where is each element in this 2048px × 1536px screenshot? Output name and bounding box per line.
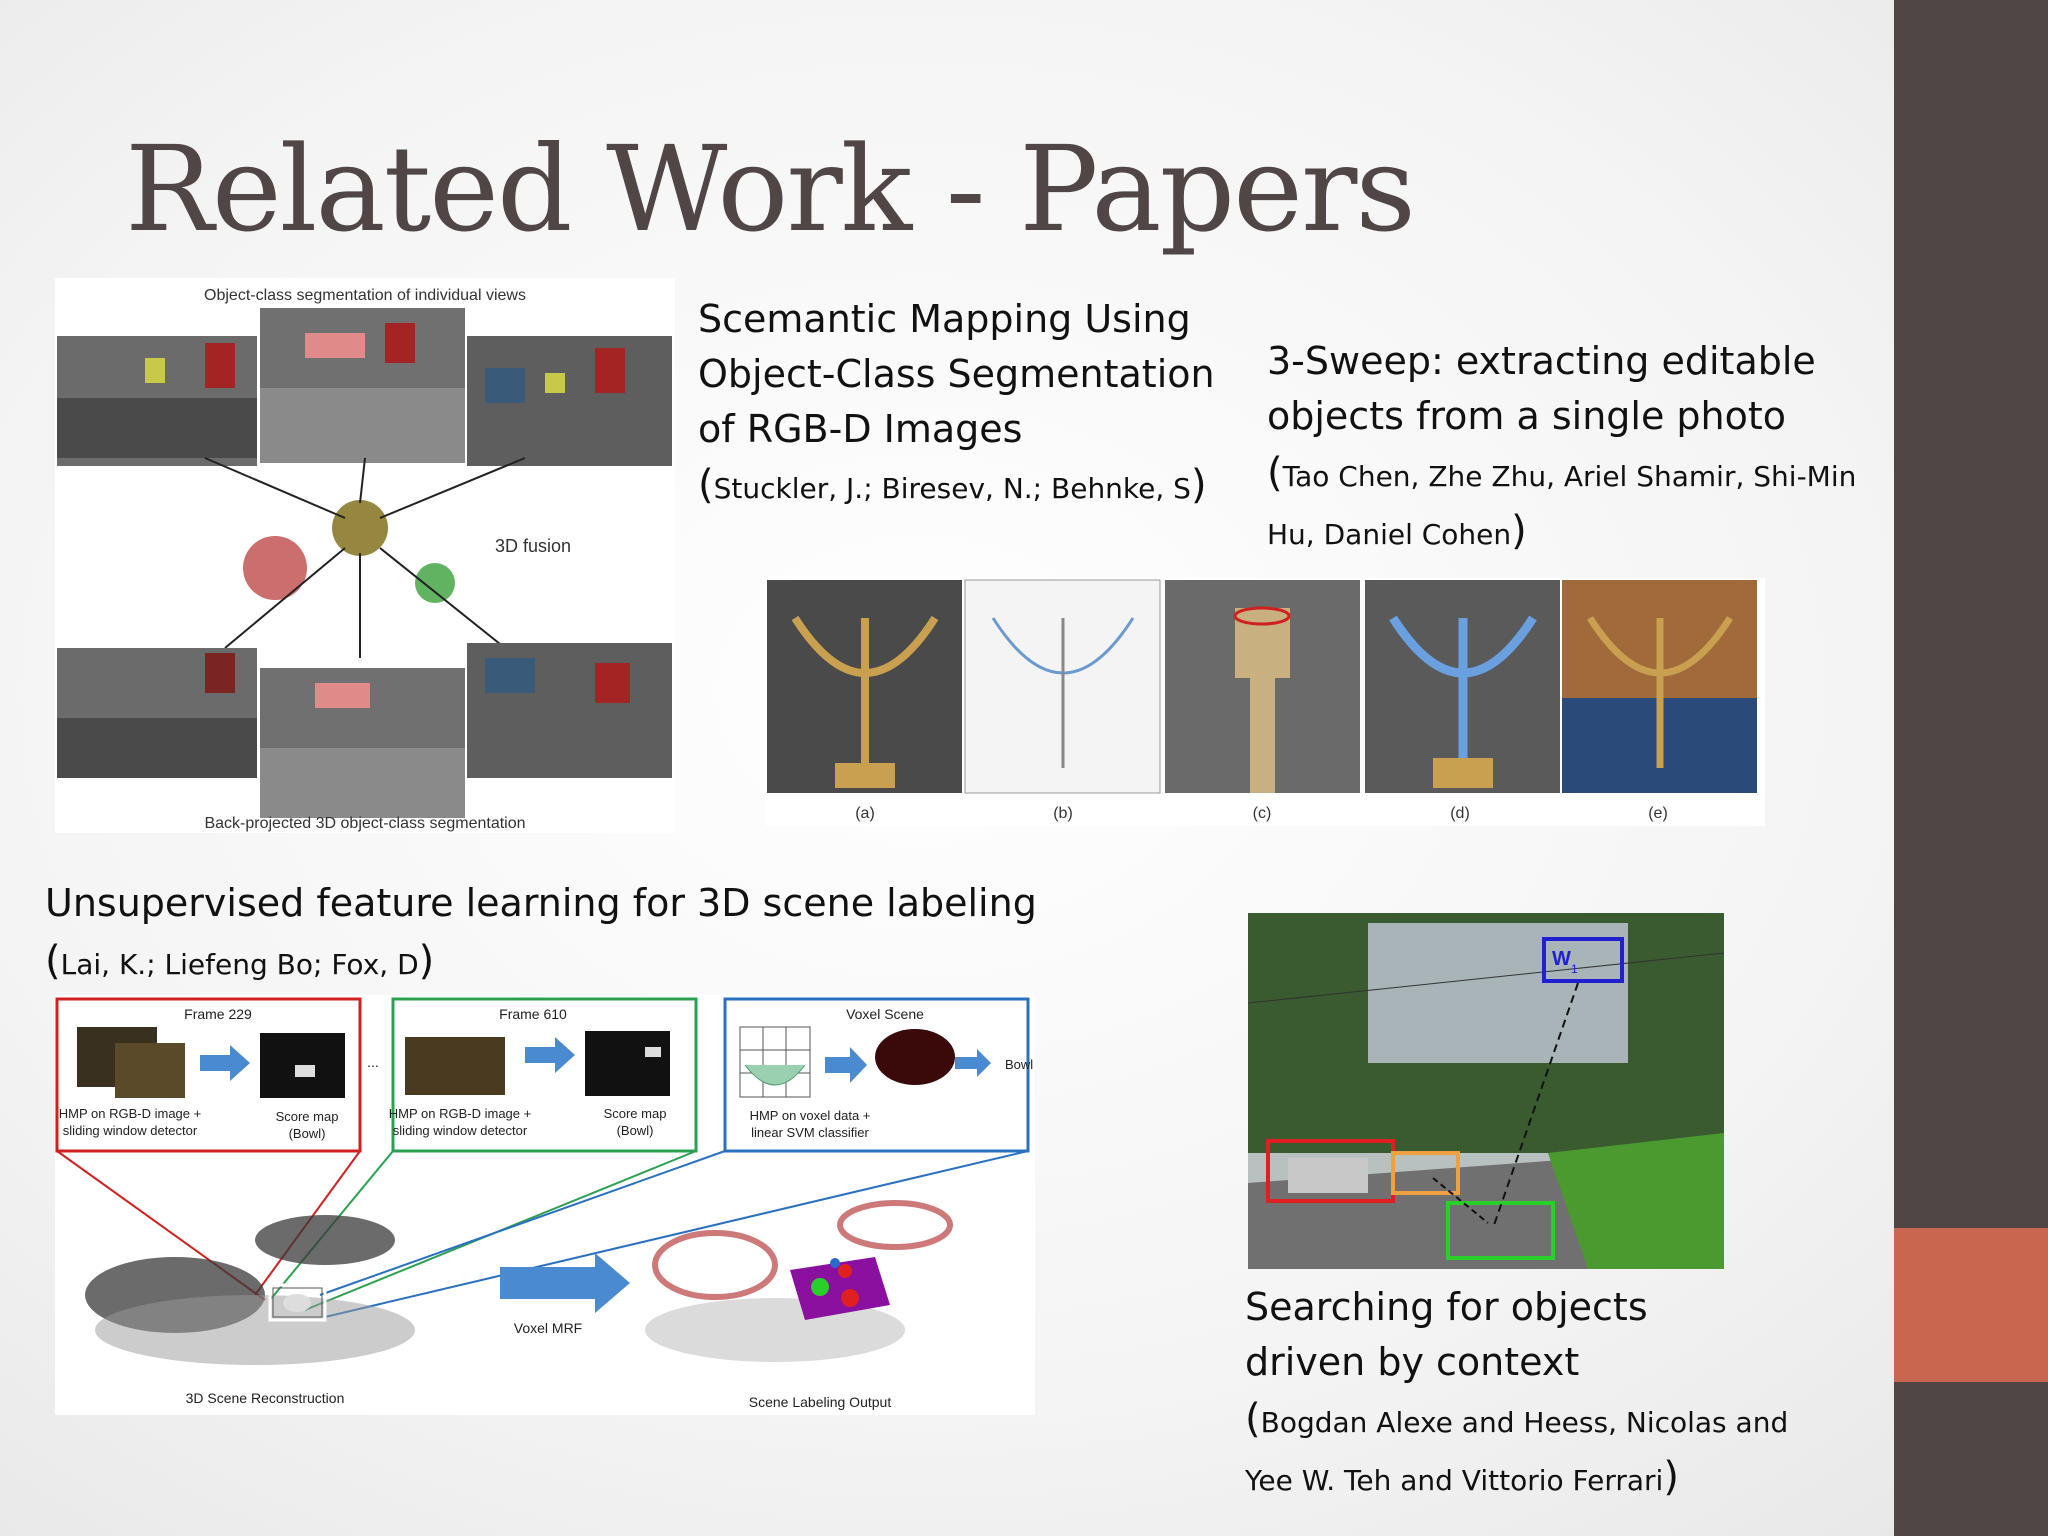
paper3-voxel-b: linear SVM classifier [751, 1125, 869, 1140]
paper4-title: Searching for objects driven by context [1245, 1280, 1648, 1390]
paper1-fig-top-caption: Object-class segmentation of individual … [204, 287, 526, 304]
paper2-figure-graphic: (a) (b) (c) (d) (e) [767, 579, 1757, 822]
paper4-figure-graphic: W 1 [1247, 913, 1725, 1269]
paper1-authors: Stuckler, J.; Biresev, N.; Behnke, S [713, 472, 1191, 505]
paper2-panel-label-e: (e) [1648, 805, 1668, 822]
paper3-bowl: Bowl [1005, 1057, 1033, 1072]
paper3-frame1: Frame 229 [184, 1006, 252, 1022]
paper2-figure: (a) (b) (c) (d) (e) [765, 578, 1765, 826]
sidebar-accent-block [1894, 1228, 2048, 1382]
paper3-figure-graphic: Frame 229 Frame 610 Voxel Scene ... HMP … [55, 997, 1033, 1410]
paper4-authors-block: (Bogdan Alexe and Heess, Nicolas and Yee… [1245, 1396, 1789, 1500]
paper3-hmp2-b: sliding window detector [393, 1123, 528, 1138]
paper1-authors-line: (Stuckler, J.; Biresev, N.; Behnke, S) [698, 462, 1207, 508]
paper3-score2-b: (Bowl) [617, 1123, 654, 1138]
paper3-hmp1-b: sliding window detector [63, 1123, 198, 1138]
paper2-panel-label-d: (d) [1450, 805, 1470, 822]
paper3-voxel-a: HMP on voxel data + [750, 1108, 871, 1123]
paper2-authors-block: (Tao Chen, Zhe Zhu, Ariel Shamir, Shi-Mi… [1267, 450, 1857, 554]
paper3-score2-a: Score map [604, 1106, 667, 1121]
paper4-authors-line-2: Yee W. Teh and Vittorio Ferrari [1245, 1464, 1664, 1497]
paper3-voxel: Voxel Scene [846, 1006, 924, 1022]
paper2-title-line-1: 3-Sweep: extracting editable [1267, 339, 1816, 383]
paper2-authors-line-1: Tao Chen, Zhe Zhu, Ariel Shamir, Shi-Min [1282, 460, 1857, 493]
paper2-title-line-2: objects from a single photo [1267, 394, 1787, 438]
paper3-figure: Frame 229 Frame 610 Voxel Scene ... HMP … [55, 995, 1035, 1415]
paper3-score1-b: (Bowl) [289, 1126, 326, 1141]
paper1-fig-bottom-caption: Back-projected 3D object-class segmentat… [204, 815, 525, 832]
paper1-figure: Object-class segmentation of individual … [55, 278, 675, 833]
slide-title: Related Work - Papers [125, 120, 1416, 258]
paper2-authors-line-2: Hu, Daniel Cohen [1267, 518, 1512, 551]
paper4-window-label: W [1552, 948, 1571, 970]
paper1-title-line-2: Object-Class Segmentation [698, 352, 1215, 396]
paper1-title-line-1: Scemantic Mapping Using [698, 297, 1191, 341]
paper4-figure: W 1 [1247, 913, 1725, 1269]
paper4-title-line-2: driven by context [1245, 1340, 1580, 1384]
paper3-hmp1-a: HMP on RGB-D image + [59, 1106, 201, 1121]
paper4-authors-line-1: Bogdan Alexe and Heess, Nicolas and [1260, 1406, 1789, 1439]
paper2-panel-label-c: (c) [1253, 805, 1272, 822]
paper3-score1-a: Score map [276, 1109, 339, 1124]
paper2-panel-label-a: (a) [855, 805, 875, 822]
paper3-output: Scene Labeling Output [749, 1394, 892, 1410]
paper4-title-line-1: Searching for objects [1245, 1285, 1648, 1329]
paper2-title: 3-Sweep: extracting editable objects fro… [1267, 334, 1816, 444]
paper1-title: Scemantic Mapping Using Object-Class Seg… [698, 292, 1215, 457]
paper1-fig-mid-label: 3D fusion [495, 536, 571, 556]
paper1-figure-graphic: Object-class segmentation of individual … [57, 287, 672, 832]
paper2-panel-label-b: (b) [1053, 805, 1073, 822]
paper3-authors-line: (Lai, K.; Liefeng Bo; Fox, D) [45, 938, 435, 984]
paper3-ellipsis: ... [367, 1054, 379, 1070]
paper4-window-sub: 1 [1571, 962, 1578, 976]
paper3-title: Unsupervised feature learning for 3D sce… [45, 881, 1037, 925]
paper3-hmp2-a: HMP on RGB-D image + [389, 1106, 531, 1121]
paper3-recon: 3D Scene Reconstruction [186, 1390, 345, 1406]
paper3-authors: Lai, K.; Liefeng Bo; Fox, D [60, 948, 419, 981]
paper3-mrf: Voxel MRF [514, 1320, 582, 1336]
paper3-frame2: Frame 610 [499, 1006, 567, 1022]
paper1-title-line-3: of RGB-D Images [698, 407, 1023, 451]
